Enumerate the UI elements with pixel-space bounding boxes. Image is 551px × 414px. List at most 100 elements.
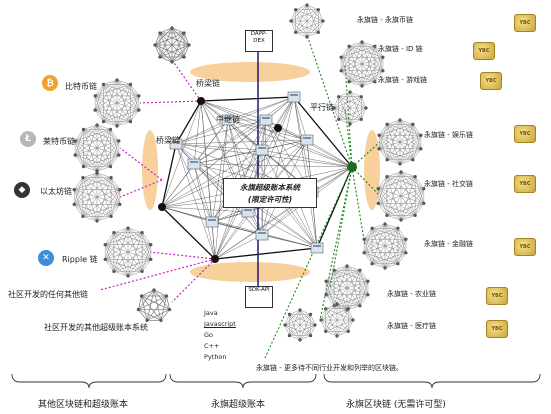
core-mesh-edge <box>227 96 295 121</box>
core-mesh-edge <box>175 143 216 260</box>
section-bracket <box>11 373 167 389</box>
sdk-api-box: SDK-API <box>245 286 273 308</box>
server-icon <box>187 158 201 170</box>
server-icon <box>255 229 269 241</box>
core-mesh-edge <box>193 149 263 165</box>
core-mesh-edge <box>193 163 353 168</box>
chain-network-icon <box>377 118 423 166</box>
left-chain-label: 以太坊链 <box>40 187 72 196</box>
section-permissionless: 永旗区块链 (无需许可型) <box>346 400 446 410</box>
core-mesh-edge <box>293 96 318 249</box>
core-mesh-edge <box>293 96 308 141</box>
bridge-chain-left-label: 桥梁链 <box>156 136 180 145</box>
section-bracket <box>169 373 317 389</box>
sdk-api-label: SDK-API <box>248 287 270 293</box>
decorative-arc <box>190 262 310 282</box>
dapp-dex-box: DAPP-DEX <box>245 30 273 52</box>
core-mesh-edge <box>261 96 295 236</box>
ybc-coin-icon: YBC <box>473 42 495 60</box>
core-mesh-edge <box>193 100 202 165</box>
server-icon <box>259 114 273 126</box>
ybc-coin-icon: YBC <box>486 320 508 338</box>
core-mesh-edge <box>311 166 353 193</box>
core-mesh-edge <box>175 96 295 145</box>
community-ledger-label: 社区开发的其他超级账本系统 <box>44 323 148 332</box>
core-mesh-edge <box>227 119 308 141</box>
language-list: Java Javascript Go C++ Python <box>204 308 236 363</box>
permissionless-connector <box>351 166 366 247</box>
core-mesh-edge <box>261 139 308 151</box>
core-mesh-edge <box>161 100 202 208</box>
core-mesh-edge <box>193 163 216 260</box>
core-mesh-edge <box>214 211 249 260</box>
core-mesh-edge <box>193 119 267 165</box>
ethereum-icon: ◆ <box>14 182 30 198</box>
hub-node <box>211 255 219 263</box>
server-icon <box>169 138 183 150</box>
chain-network-icon <box>73 123 121 173</box>
ybc-coin-icon: YBC <box>514 14 536 32</box>
left-chain-label: 比特币链 <box>65 82 97 91</box>
section-other-chains: 其他区块链和超级账本 <box>38 400 129 410</box>
permissionless-connector <box>264 166 353 359</box>
hub-node <box>158 203 166 211</box>
chain-network-icon <box>283 308 317 342</box>
core-mesh-edge <box>211 221 216 260</box>
permissionless-connector <box>306 34 353 168</box>
core-mesh-edge <box>161 206 213 223</box>
core-mesh-edge <box>161 119 267 208</box>
core-mesh-edge <box>175 143 213 223</box>
chain-network-icon <box>289 3 325 39</box>
server-icon <box>300 134 314 146</box>
core-mesh-edge <box>214 166 353 260</box>
chain-network-icon <box>103 226 153 278</box>
left-chain-label: Ripple 链 <box>62 255 98 264</box>
bridge-connector <box>119 179 163 198</box>
core-mesh-edge <box>211 221 263 236</box>
core-ring-edge <box>175 100 202 145</box>
core-mesh-edge <box>175 139 308 145</box>
core-mesh-edge <box>211 119 267 223</box>
ybc-coin-icon: YBC <box>480 72 502 90</box>
core-mesh-edge <box>306 139 353 168</box>
core-mesh-edge <box>200 100 267 121</box>
chain-network-icon <box>324 264 370 312</box>
center-subtitle: (限定许可性) <box>247 195 293 204</box>
core-mesh-edge <box>193 163 213 223</box>
core-mesh-edge <box>211 119 229 223</box>
core-mesh-edge <box>200 100 318 249</box>
server-icon <box>255 144 269 156</box>
core-mesh-edge <box>247 211 318 249</box>
community-ledger-network-icon <box>136 288 172 323</box>
core-mesh-edge <box>193 119 229 165</box>
chain-network-icon <box>93 78 141 128</box>
core-ring-edge <box>161 206 216 260</box>
section-hyperledger: 永旗超级账本 <box>211 400 266 410</box>
core-mesh-edge <box>214 119 229 260</box>
right-chain-label: 永旗链 - 娱乐链 <box>424 131 473 139</box>
green-hub-node <box>347 162 357 172</box>
ybc-coin-icon: YBC <box>514 238 536 256</box>
litecoin-icon: Ł <box>20 131 36 147</box>
chain-network-icon <box>332 90 368 126</box>
core-mesh-edge <box>175 143 353 168</box>
server-icon <box>287 91 301 103</box>
core-mesh-edge <box>265 119 308 141</box>
chain-network-icon <box>362 222 408 270</box>
chain-network-icon <box>72 171 122 223</box>
language-item: Java <box>204 309 218 317</box>
language-item: C++ <box>204 342 220 350</box>
ripple-icon: ✕ <box>38 250 54 266</box>
bridge-connector <box>149 251 216 260</box>
language-item: Javascript <box>204 320 236 328</box>
server-icon <box>241 206 255 218</box>
bitcoin-icon: ₿ <box>42 75 58 91</box>
chain-network-icon <box>376 170 426 222</box>
server-icon <box>205 216 219 228</box>
bridge-connector <box>171 59 202 102</box>
right-chain-label: 永旗链 - 金融链 <box>424 240 473 248</box>
decorative-arc <box>142 130 158 210</box>
core-mesh-edge <box>261 119 267 236</box>
decorative-arc <box>190 62 310 82</box>
bridge-connector <box>171 258 216 303</box>
